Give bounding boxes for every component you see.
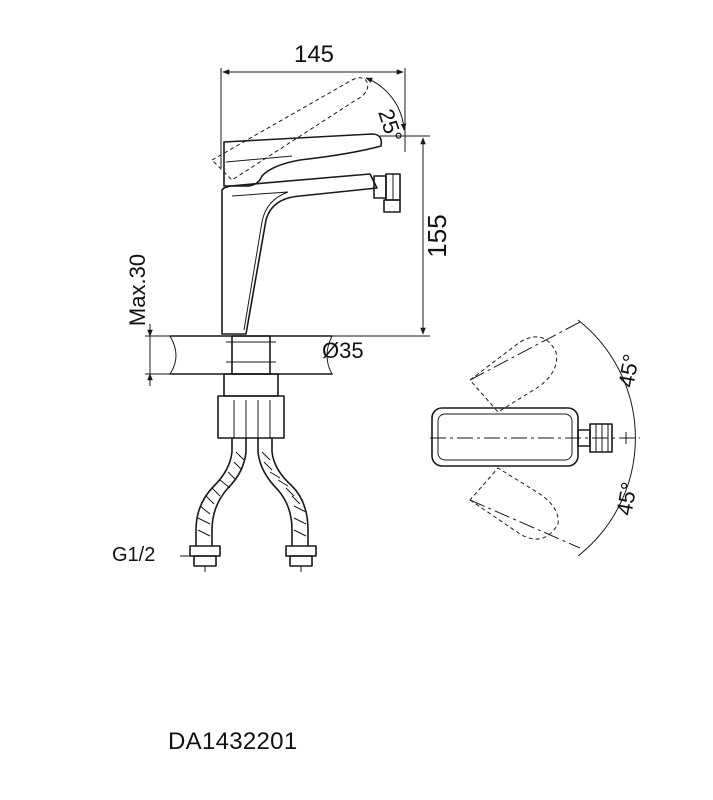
- lever-angle-dimension: 25°: [365, 77, 407, 145]
- rotation-arc: [577, 319, 636, 557]
- rotation-right-label: 45°: [611, 480, 641, 517]
- spray-nozzle: [373, 173, 401, 213]
- rotation-left-label: 45°: [613, 352, 643, 389]
- max-thickness-dimension: Max.30: [125, 254, 170, 386]
- width-dimension: 145: [220, 41, 406, 168]
- thread-label: G1/2: [112, 544, 155, 566]
- fixing-nut: [217, 373, 285, 439]
- nozzle-top: [577, 423, 613, 453]
- hole-diameter-label: Ø35: [322, 338, 364, 363]
- width-label: 145: [294, 41, 334, 68]
- product-code: DA1432201: [168, 728, 298, 755]
- lever-rotated-left: [469, 336, 558, 413]
- counter-section: [169, 335, 333, 375]
- top-view: 45° 45°: [430, 319, 644, 557]
- height-dimension: 155: [250, 135, 452, 337]
- raised-lever-outline: [211, 77, 369, 181]
- side-view: 145 25° 155: [112, 41, 452, 572]
- height-label: 155: [422, 214, 452, 257]
- max-thickness-label: Max.30: [125, 254, 150, 326]
- faucet-body: [221, 173, 378, 335]
- lever-top-body: [431, 407, 579, 467]
- lever-handle: [223, 133, 383, 187]
- lever-angle-label: 25°: [373, 106, 407, 145]
- flexible-hoses: [189, 437, 317, 572]
- lever-rotated-right: [469, 467, 559, 540]
